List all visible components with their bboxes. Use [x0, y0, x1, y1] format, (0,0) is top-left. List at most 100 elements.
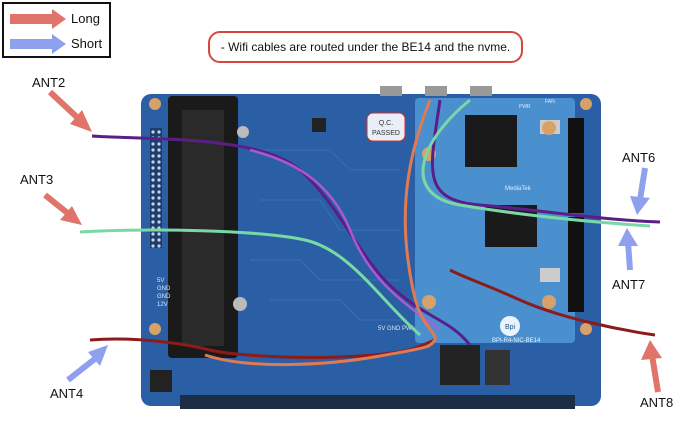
legend-short-label: Short: [71, 36, 103, 51]
header-pin: [151, 178, 155, 182]
module-hole: [422, 295, 436, 309]
arrow-ant2: [47, 89, 92, 132]
arrow-ant7: [618, 228, 638, 271]
gpio-label: 5V: [157, 278, 164, 284]
ant7-label: ANT7: [612, 277, 646, 292]
module-hole: [542, 121, 556, 135]
header-pin: [157, 148, 161, 152]
nvme-slot-inner: [182, 110, 224, 346]
silk-fan: FAN: [545, 99, 555, 105]
header-pin: [151, 172, 155, 176]
header-pin: [151, 190, 155, 194]
bottom-connector: [150, 370, 172, 392]
header-pin: [151, 166, 155, 170]
header-pin: [157, 232, 161, 236]
header-pin: [157, 172, 161, 176]
arrow-ant4: [66, 345, 108, 383]
gpio-label: 12V: [157, 302, 168, 308]
bottom-connector: [440, 345, 480, 385]
short-arrow-icon: [10, 34, 66, 54]
ant6-label: ANT6: [622, 150, 656, 165]
legend-long: Long: [8, 8, 108, 30]
module-logo-badge: [500, 316, 520, 336]
header-pin: [151, 208, 155, 212]
ant3-label: ANT3: [20, 172, 54, 187]
header-pin: [157, 208, 161, 212]
module-logo: Bpi: [505, 324, 516, 331]
qc-stamp-line1: Q.C.: [379, 120, 393, 127]
mount-hole: [149, 323, 161, 335]
m2-slot-top: [568, 118, 584, 213]
header-pin: [151, 238, 155, 242]
header-pin: [157, 154, 161, 158]
long-arrow-icon: [10, 9, 66, 29]
left-pin-header: [150, 128, 162, 248]
bottom-connector: [485, 350, 510, 385]
arrow-ant8: [641, 340, 662, 393]
header-pin: [151, 160, 155, 164]
header-pin: [157, 238, 161, 242]
ant3-cable: [79, 228, 421, 337]
header-pin: [151, 148, 155, 152]
qc-stamp-line2: PASSED: [372, 130, 400, 137]
module-name: BPI-R4-NIC-BE14: [492, 338, 541, 344]
pcb-traces: [250, 149, 405, 321]
header-pin: [151, 214, 155, 218]
header-pin: [157, 166, 161, 170]
header-pin: [157, 244, 161, 248]
ant2-cable-light: [249, 148, 441, 332]
mount-hole: [149, 98, 161, 110]
header-pin: [151, 220, 155, 224]
header-pin: [151, 154, 155, 158]
ant8-cable: [449, 268, 656, 337]
ant8-label: ANT8: [640, 395, 674, 410]
ant2-cable: [91, 134, 472, 346]
mount-hole: [580, 323, 592, 335]
small-chip: [312, 118, 326, 132]
header-pin: [151, 196, 155, 200]
mount-hole: [580, 98, 592, 110]
board-bottom-edge: [180, 395, 575, 409]
be14-shield: [540, 268, 560, 282]
qc-stamp: Q.C. PASSED: [366, 112, 406, 142]
pin-dots: [151, 130, 161, 248]
header-pin: [157, 130, 161, 134]
legend-short: Short: [8, 33, 108, 55]
gpio-label: GND: [157, 294, 171, 300]
be14-chip: [465, 115, 517, 167]
header-pin: [157, 214, 161, 218]
component: [237, 126, 249, 138]
header-pin: [157, 160, 161, 164]
header-pin: [151, 232, 155, 236]
header-pin: [157, 196, 161, 200]
header-pin: [151, 202, 155, 206]
legend-long-label: Long: [71, 11, 100, 26]
header-pin: [151, 244, 155, 248]
header-pin: [151, 184, 155, 188]
top-port: [470, 86, 492, 96]
top-port: [380, 86, 402, 96]
gpio-label: GND: [157, 286, 171, 292]
fan-pin-labels: 5V GND PWM: [378, 326, 417, 332]
ant7-cable: [421, 98, 651, 228]
header-pin: [157, 202, 161, 206]
routing-note: - Wifi cables are routed under the BE14 …: [208, 31, 523, 63]
ant6-cable: [430, 99, 661, 224]
header-pin: [157, 142, 161, 146]
header-pin: [157, 178, 161, 182]
header-pin: [157, 220, 161, 224]
header-pin: [157, 190, 161, 194]
be14-module: MediaTek BPI-R4-NIC-BE14 Bpi FAN PWR: [415, 98, 575, 344]
orange-cable: [204, 99, 438, 367]
module-brand: MediaTek: [505, 186, 532, 192]
ant4-label: ANT4: [50, 386, 84, 401]
silk-pwr: PWR: [519, 104, 531, 110]
arrow-ant3: [43, 192, 82, 225]
gpio-silk: 5V GND GND 12V: [157, 278, 171, 308]
top-port: [425, 86, 447, 96]
header-pin: [151, 130, 155, 134]
ant2-label: ANT2: [32, 75, 66, 90]
legend-box: Long Short: [2, 2, 111, 58]
m2-slot-bottom: [568, 217, 584, 312]
